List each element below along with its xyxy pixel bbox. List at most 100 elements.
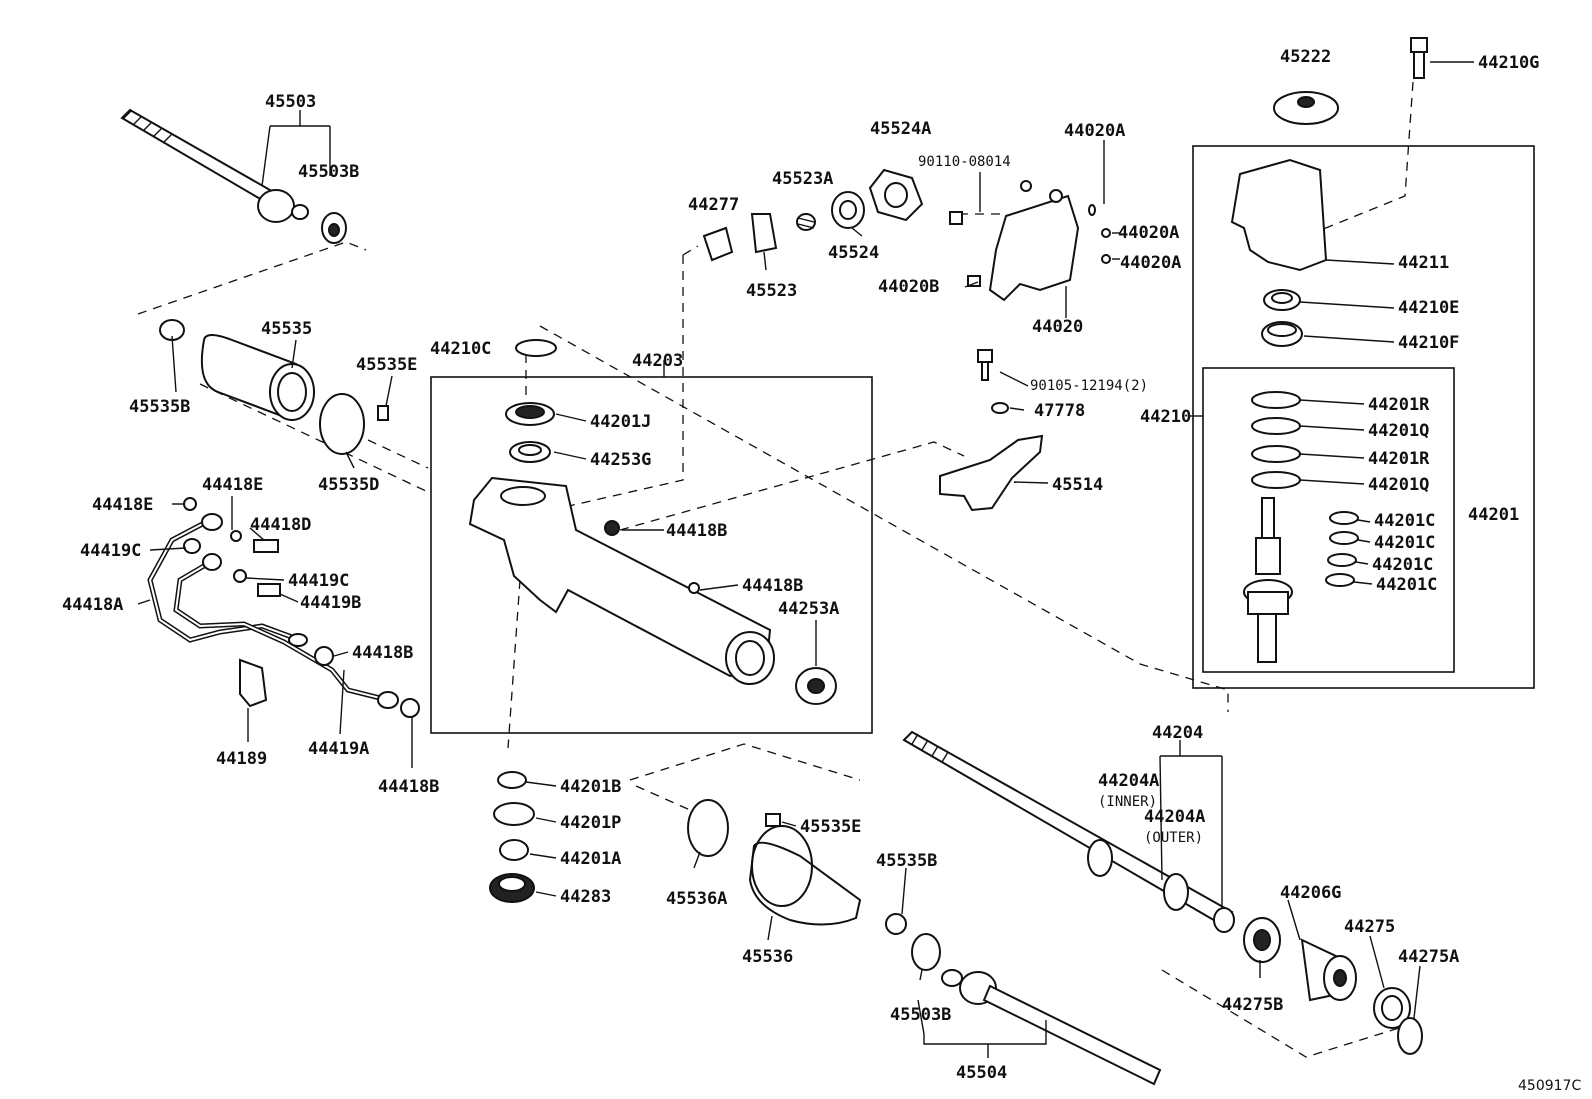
label-44204a-outer: 44204A xyxy=(1144,807,1205,827)
label-44204: 44204 xyxy=(1152,723,1203,743)
label-44418b-a: 44418B xyxy=(666,521,727,541)
label-44418b-b: 44418B xyxy=(742,576,803,596)
snap-ring-44275a-shape xyxy=(1397,1017,1423,1055)
label-44201: 44201 xyxy=(1468,505,1519,525)
bracket-45514-shape xyxy=(939,434,1044,512)
label-44275a: 44275A xyxy=(1398,947,1459,967)
label-45503b-bot: 45503B xyxy=(890,1005,951,1025)
label-45535e-bot: 45535E xyxy=(800,817,861,837)
label-44275: 44275 xyxy=(1344,917,1395,937)
label-44419a: 44419A xyxy=(308,739,369,759)
label-45523: 45523 xyxy=(746,281,797,301)
tie-rod-end-bottom-shape xyxy=(941,969,1162,1086)
valve-kit-box xyxy=(1202,367,1455,673)
label-45524: 45524 xyxy=(828,243,879,263)
label-44201c-c: 44201C xyxy=(1372,555,1433,575)
control-valve-box xyxy=(1192,145,1535,689)
label-44201q-a: 44201Q xyxy=(1368,421,1429,441)
plate-44277-shape xyxy=(702,226,734,262)
label-44418a: 44418A xyxy=(62,595,123,615)
label-45514: 45514 xyxy=(1052,475,1103,495)
label-44418e-b: 44418E xyxy=(202,475,263,495)
label-45535e-top: 45535E xyxy=(356,355,417,375)
label-45535: 45535 xyxy=(261,319,312,339)
label-44418b-c: 44418B xyxy=(352,643,413,663)
spring-45523a-shape xyxy=(796,213,816,231)
yoke-45523-shape xyxy=(750,213,778,254)
part-labels: 45503 45503B 45535 45535B 45535E 45535D … xyxy=(62,47,1539,1083)
label-45503: 45503 xyxy=(265,92,316,112)
ring-44201c-c-shape xyxy=(1327,553,1357,567)
o-ring-44210c-shape xyxy=(515,339,557,357)
label-45524a: 45524A xyxy=(870,119,931,139)
label-44418d: 44418D xyxy=(250,515,311,535)
rack-boot-top-shape xyxy=(159,319,389,455)
washer-47778-shape xyxy=(991,402,1009,414)
dust-cover-45222-shape xyxy=(1273,91,1339,125)
label-44210g: 44210G xyxy=(1478,53,1539,73)
ring-44201q-a-shape xyxy=(1251,417,1301,435)
label-44201b: 44201B xyxy=(560,777,621,797)
ring-44201q-b-shape xyxy=(1251,471,1301,489)
label-44020a-mid: 44020A xyxy=(1118,223,1179,243)
assembly-dashed-lines xyxy=(137,81,1414,1058)
label-44418e-a: 44418E xyxy=(92,495,153,515)
label-44210: 44210 xyxy=(1140,407,1191,427)
label-44253a: 44253A xyxy=(778,599,839,619)
bushing-44275b-shape xyxy=(1243,917,1281,963)
bolt-90105-shape xyxy=(977,349,993,381)
oil-seal-44201j-shape xyxy=(505,402,555,426)
label-44201r-a: 44201R xyxy=(1368,395,1430,415)
label-44204a-inner: 44204A xyxy=(1098,771,1159,791)
label-44201c-b: 44201C xyxy=(1374,533,1435,553)
label-45536a: 45536A xyxy=(666,889,727,909)
label-44020: 44020 xyxy=(1032,317,1083,337)
bracket-44020-shape xyxy=(949,180,1111,302)
label-44201c-a: 44201C xyxy=(1374,511,1435,531)
plug-45524-shape xyxy=(831,191,865,229)
label-47778: 47778 xyxy=(1034,401,1085,421)
control-valve-shaft-shape xyxy=(1243,497,1293,663)
seal-44210f-shape xyxy=(1261,321,1303,347)
ring-44201r-b-shape xyxy=(1251,445,1301,463)
label-44201r-b: 44201R xyxy=(1368,449,1430,469)
label-44419c-a: 44419C xyxy=(80,541,141,561)
label-44201c-d: 44201C xyxy=(1376,575,1437,595)
label-44283: 44283 xyxy=(560,887,611,907)
label-outer-note: (OUTER) xyxy=(1144,830,1203,846)
label-45535b-top: 45535B xyxy=(129,397,190,417)
leader-lines xyxy=(137,61,1474,1058)
label-90105-12194: 90105-12194(2) xyxy=(1030,378,1148,394)
label-45503b-top: 45503B xyxy=(298,162,359,182)
label-44211: 44211 xyxy=(1398,253,1449,273)
label-44206g: 44206G xyxy=(1280,883,1341,903)
ring-44201r-a-shape xyxy=(1251,391,1301,409)
label-44020b: 44020B xyxy=(878,277,939,297)
label-44419c-b: 44419C xyxy=(288,571,349,591)
ring-44201c-b-shape xyxy=(1329,531,1359,545)
label-45504: 45504 xyxy=(956,1063,1007,1083)
label-inner-note: (INNER) xyxy=(1098,794,1157,810)
label-44189: 44189 xyxy=(216,749,267,769)
locknut-45524a-shape xyxy=(868,168,924,222)
rack-bushing-44206g-shape xyxy=(1300,938,1357,1002)
label-44201p: 44201P xyxy=(560,813,621,833)
ring-44201c-a-shape xyxy=(1329,511,1359,525)
bearing-44253g-shape xyxy=(509,441,551,463)
label-44418b-d: 44418B xyxy=(378,777,439,797)
stopper-44275-shape xyxy=(1373,987,1411,1029)
label-44210f: 44210F xyxy=(1398,333,1459,353)
label-44203: 44203 xyxy=(632,351,683,371)
label-44210c: 44210C xyxy=(430,339,491,359)
label-44020a-top: 44020A xyxy=(1064,121,1125,141)
label-44275b: 44275B xyxy=(1222,995,1283,1015)
rack-boot-bottom-shape xyxy=(687,799,941,971)
gear-housing-box xyxy=(430,376,873,734)
label-44201a: 44201A xyxy=(560,849,621,869)
rack-44204-shape xyxy=(902,730,1235,933)
diagram-reference-code: 450917C xyxy=(1518,1078,1581,1094)
tie-rod-end-top-shape xyxy=(120,108,347,244)
ring-44201c-d-shape xyxy=(1325,573,1355,587)
label-90110-08014: 90110-08014 xyxy=(918,154,1011,170)
